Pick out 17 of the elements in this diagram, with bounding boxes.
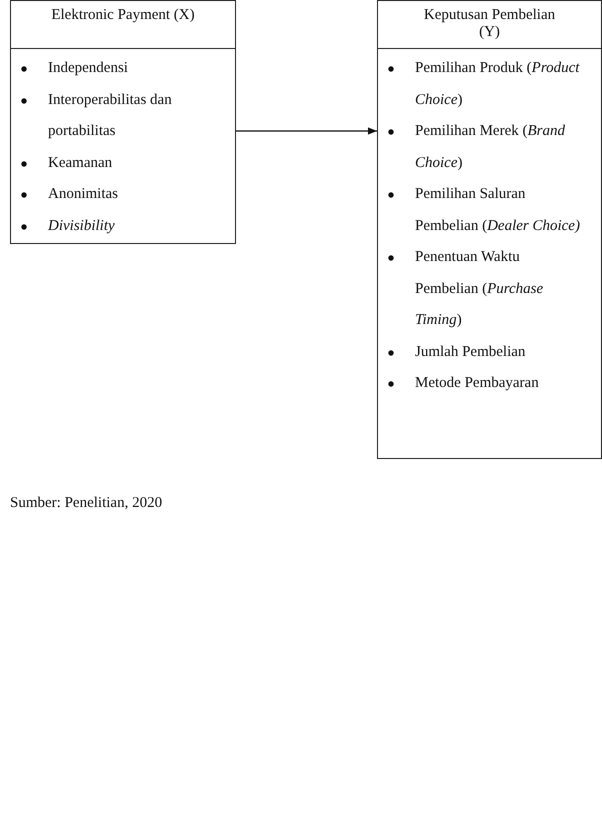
box-heading: Keputusan Pembelian (Y): [424, 7, 556, 40]
list-item: Penentuan Waktu Pembelian (Purchase Timing): [415, 249, 544, 328]
arrow: [236, 127, 377, 135]
list-item: Metode Pembayaran: [415, 375, 539, 391]
list-item: Pemilihan Saluran Pembelian (Dealer Choice): [415, 186, 580, 234]
list-item: Interoperabilitas dan portabilitas: [48, 92, 172, 139]
list-item: Keamanan: [48, 154, 112, 170]
variable-box: [377, 0, 602, 459]
box-heading: Elektronic Payment (X): [51, 7, 195, 23]
list-item: Divisibility: [48, 218, 115, 234]
list-item: Anonimitas: [48, 186, 118, 202]
variable-box: [10, 0, 236, 244]
caption: Sumber: Penelitian, 2020: [10, 494, 162, 512]
list-item: Independensi: [48, 60, 128, 76]
list-item: Pemilihan Merek (Brand Choice): [415, 123, 565, 170]
list-item: Pemilihan Produk (Product Choice): [415, 60, 580, 108]
list-item: Jumlah Pembelian: [415, 344, 526, 360]
